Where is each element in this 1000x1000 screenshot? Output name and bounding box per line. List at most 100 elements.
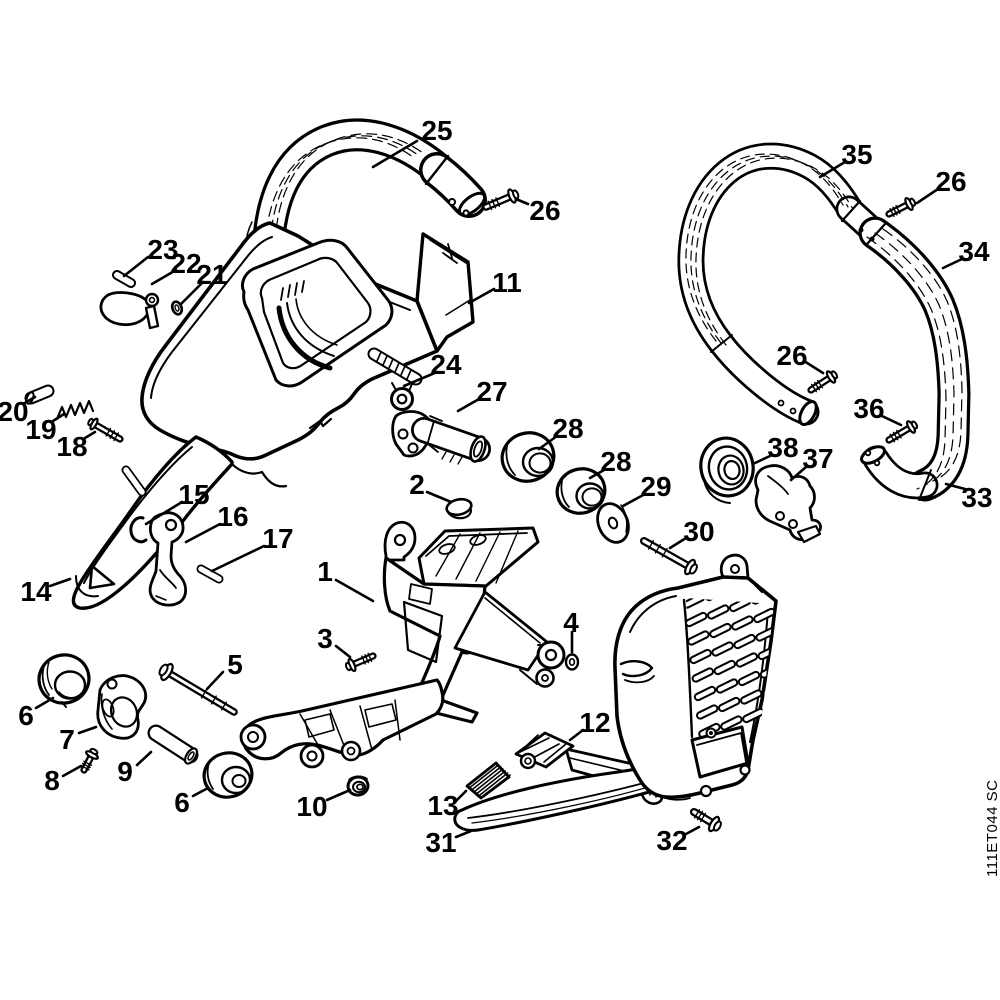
callout-24-label-6: 24 xyxy=(430,349,462,380)
callout-20-label-13: 20 xyxy=(0,396,29,427)
callout-19-label-14: 19 xyxy=(25,414,56,445)
callout-29-label-11: 29 xyxy=(640,471,671,502)
callout-15-leader-16 xyxy=(144,500,184,526)
callout-31-leader-32 xyxy=(454,829,473,839)
grip-pad-13-shape xyxy=(465,761,511,800)
callout-6-label-24: 6 xyxy=(18,700,34,731)
buffer-28a-shape xyxy=(500,431,556,483)
throttle-trigger-16-shape xyxy=(148,511,188,607)
callout-15-label-16: 15 xyxy=(178,479,209,510)
cover-7-shape xyxy=(96,674,148,740)
handle-housing-shape xyxy=(140,221,475,488)
callout-21-label-4: 21 xyxy=(196,259,227,290)
callout-13-label-31: 13 xyxy=(427,790,458,821)
callout-2-label-10: 2 xyxy=(409,469,425,500)
callout-26-label-35: 26 xyxy=(935,166,966,197)
callout-26-label-1: 26 xyxy=(529,195,560,226)
lockout-ring-21-shape xyxy=(170,300,184,316)
lockout-pin-23-shape xyxy=(112,270,136,288)
buffer-28b-shape xyxy=(555,467,607,515)
callout-34-leader-36 xyxy=(941,257,964,270)
callout-5-label-23: 5 xyxy=(227,649,243,680)
callout-26-leader-35 xyxy=(915,187,940,205)
callout-25-leader-0 xyxy=(371,139,419,169)
grommet-38-shape xyxy=(699,436,755,504)
callout-38-leader-39 xyxy=(753,454,772,465)
callout-3-label-21: 3 xyxy=(317,623,333,654)
adapter-27-shape xyxy=(391,410,491,465)
callout-26-leader-1 xyxy=(514,197,530,206)
handle-vent-strip-shape xyxy=(367,347,423,386)
callout-3-leader-21 xyxy=(334,644,352,659)
callout-2-leader-10 xyxy=(425,490,453,504)
callout-29-leader-11 xyxy=(621,492,647,508)
callout-35-leader-34 xyxy=(818,160,847,179)
callout-16-leader-17 xyxy=(184,522,222,544)
buffer-6a-shape xyxy=(37,653,91,708)
callout-30-leader-12 xyxy=(668,536,688,550)
callout-6-leader-28 xyxy=(191,786,210,798)
callout-28-label-9: 28 xyxy=(600,446,631,477)
callout-32-label-33: 32 xyxy=(656,825,687,856)
callout-11-label-5: 11 xyxy=(492,267,522,298)
callout-28-leader-8 xyxy=(537,434,559,451)
callout-23-leader-2 xyxy=(122,255,150,278)
callout-28-label-8: 28 xyxy=(552,413,583,444)
top-handle-shape xyxy=(245,118,487,269)
callout-19-leader-14 xyxy=(51,412,66,423)
callout-1-leader-20 xyxy=(334,578,375,603)
callout-28-leader-9 xyxy=(588,468,606,480)
callout-31-label-32: 31 xyxy=(425,827,456,858)
spring-19-shape xyxy=(55,399,95,421)
callout-37-leader-40 xyxy=(789,465,808,482)
callout-10-leader-29 xyxy=(325,788,352,802)
label-plate-12-shape xyxy=(514,731,575,770)
handlebar-shape xyxy=(677,142,971,502)
callout-30-label-12: 30 xyxy=(683,516,714,547)
nut-10-shape xyxy=(346,775,370,797)
callout-38-label-39: 38 xyxy=(767,432,798,463)
callout-20-leader-13 xyxy=(21,395,37,406)
callout-37-label-40: 37 xyxy=(802,443,833,474)
callout-12-label-30: 12 xyxy=(579,707,610,738)
callout-13-leader-31 xyxy=(454,789,468,803)
callout-33-leader-41 xyxy=(944,482,967,491)
callout-21-leader-4 xyxy=(179,280,205,306)
bracket-37-shape xyxy=(754,464,822,544)
clip-15-shape xyxy=(129,516,148,544)
callout-1-label-20: 1 xyxy=(317,556,333,587)
callout-22-label-3: 22 xyxy=(170,248,201,279)
plug-2-shape xyxy=(445,497,473,520)
callout-7-leader-25 xyxy=(77,725,98,735)
callout-5-leader-23 xyxy=(205,670,225,691)
callout-17-leader-18 xyxy=(210,544,266,573)
callout-4-label-22: 4 xyxy=(563,607,579,638)
callout-23-label-2: 23 xyxy=(147,234,178,265)
callout-24-leader-6 xyxy=(402,370,439,388)
ring-24-shape xyxy=(390,382,414,411)
callout-12-leader-30 xyxy=(568,728,585,742)
callout-6-leader-24 xyxy=(34,696,55,710)
callout-36-label-38: 36 xyxy=(853,393,884,424)
callout-16-label-17: 16 xyxy=(217,501,248,532)
lockout-lever-22-shape xyxy=(99,291,160,330)
buffer-6b-shape xyxy=(202,751,254,799)
washer-29-shape xyxy=(596,502,630,544)
callout-10-label-29: 10 xyxy=(296,791,327,822)
callout-25-label-0: 25 xyxy=(421,115,452,146)
callout-36-leader-38 xyxy=(880,414,903,427)
callout-34-label-36: 34 xyxy=(958,236,990,267)
diagram-code-text: 111ET044 SC xyxy=(984,780,1000,878)
screw-fasteners xyxy=(80,188,919,833)
sleeve-9-shape xyxy=(147,724,199,765)
callout-8-leader-26 xyxy=(61,764,83,778)
callout-18-label-15: 18 xyxy=(56,431,87,462)
callout-33-label-41: 33 xyxy=(961,482,992,513)
callout-27-leader-7 xyxy=(456,397,481,413)
callout-35-label-34: 35 xyxy=(841,139,872,170)
callout-32-leader-33 xyxy=(684,825,701,836)
callout-22-leader-3 xyxy=(150,268,178,286)
callout-9-leader-27 xyxy=(135,750,153,767)
